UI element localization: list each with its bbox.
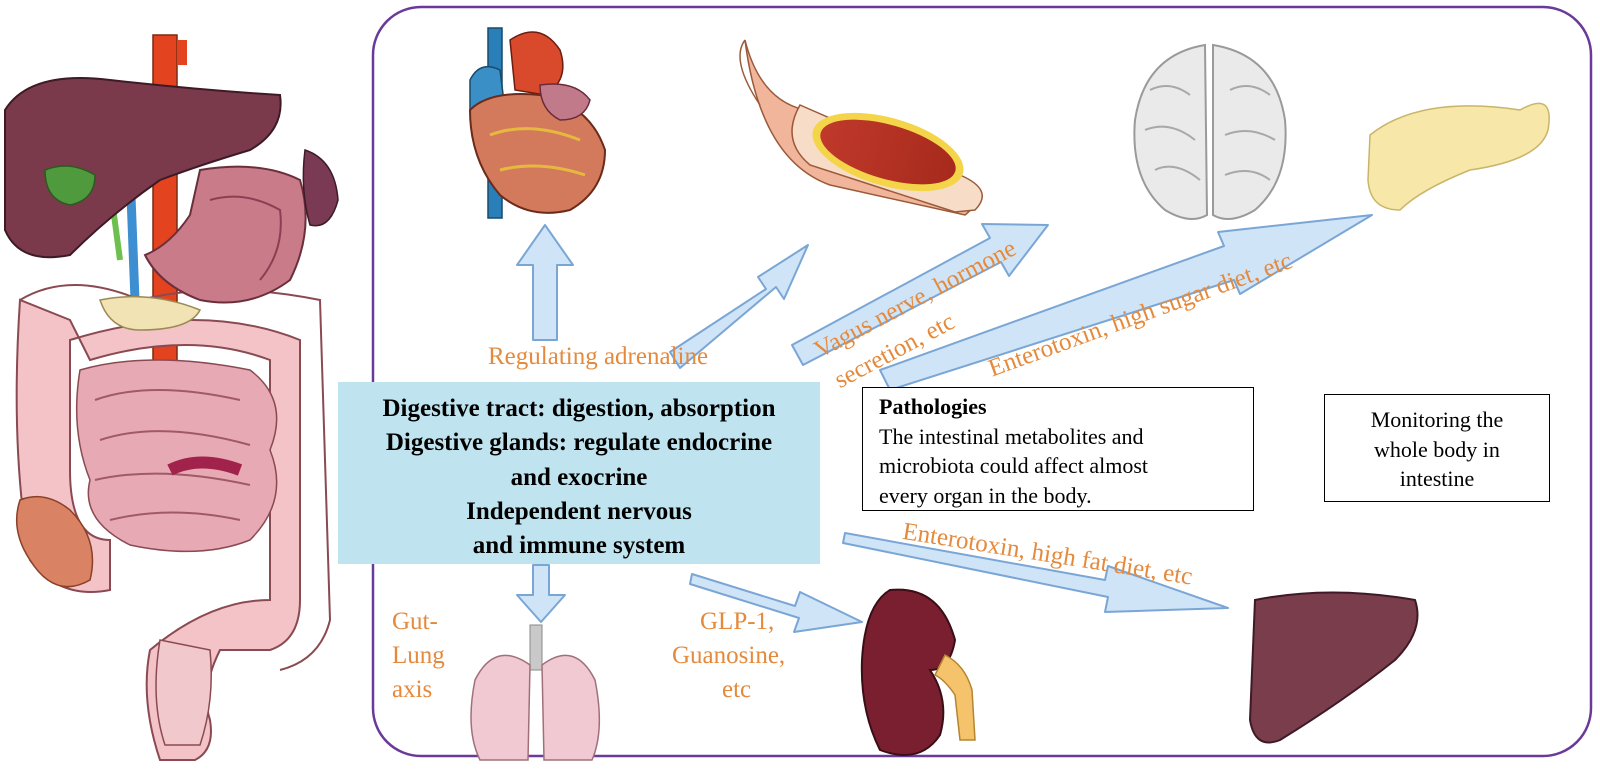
heart-illustration (468, 27, 607, 219)
arrow-to-brain (791, 223, 1049, 366)
kidney-illustration (860, 588, 976, 756)
center-line-4: Independent nervous (466, 497, 692, 525)
center-line-2: Digestive glands: regulate endocrine (385, 429, 773, 457)
pathologies-title: Pathologies (879, 394, 987, 419)
label-guanosine: Guanosine, (672, 642, 786, 669)
arrows (516, 214, 1373, 633)
liver-illustration (1248, 591, 1419, 744)
arrow-to-pancreas (879, 214, 1373, 391)
digestive-system-illustration (4, 34, 339, 761)
label-glp1: GLP-1, (700, 608, 775, 635)
monitoring-line-1: Monitoring the (1370, 407, 1504, 432)
label-gut-lung-2: Lung (392, 642, 445, 669)
monitoring-line-3: intestine (1399, 466, 1475, 492)
arrow-to-kidney (689, 573, 863, 633)
arrow-to-vessel (669, 244, 809, 369)
diagram-frame (371, 5, 1593, 758)
brain-illustration (1133, 43, 1287, 220)
monitoring-box: Monitoring the whole body in intestine (1324, 394, 1550, 502)
digestive-functions-box: Digestive tract: digestion, absorption D… (338, 382, 820, 564)
label-etc: etc (722, 676, 752, 703)
arrow-down-lungs (516, 564, 566, 623)
arrow-to-liver (842, 532, 1229, 613)
pancreas-illustration (1367, 102, 1550, 211)
pathologies-box: Pathologies The intestinal metabolites a… (862, 387, 1254, 511)
arrow-up-heart (516, 224, 574, 341)
center-line-5: and immune system (472, 532, 686, 559)
pathologies-line-2: microbiota could affect almost (879, 453, 1149, 479)
center-line-1: Digestive tract: digestion, absorption (382, 395, 776, 422)
lungs-illustration (470, 624, 601, 761)
label-gut-lung-3: axis (392, 676, 433, 703)
center-line-3: and exocrine (510, 463, 648, 491)
pathologies-line-1: The intestinal metabolites and (879, 423, 1144, 449)
label-regulating-adrenaline: Regulating adrenaline (488, 343, 709, 370)
label-gut-lung-1: Gut- (392, 608, 438, 635)
pathologies-line-3: every organ in the body. (879, 483, 1092, 509)
monitoring-line-2: whole body in (1374, 436, 1500, 462)
blood-vessel-illustration (739, 39, 984, 216)
